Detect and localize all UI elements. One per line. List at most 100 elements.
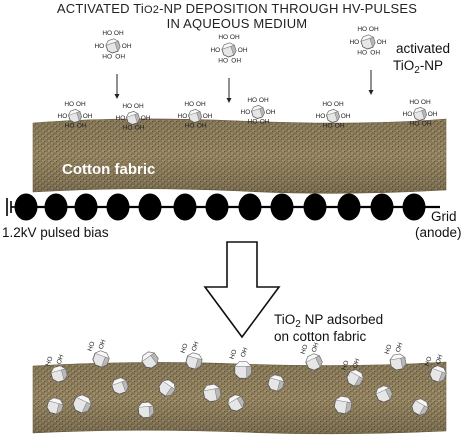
grid-electrode-dot xyxy=(337,193,361,221)
hydroxyl-label: OH xyxy=(98,338,108,350)
grid-electrode-dot xyxy=(173,193,197,221)
hydroxyl-label: HO OH xyxy=(184,101,206,108)
surface-nanoparticle-4 xyxy=(250,105,265,119)
hydroxyl-label: HO xyxy=(229,349,239,361)
hydroxyl-label: HO xyxy=(185,122,195,129)
hydroxyl-label: HO xyxy=(87,341,97,353)
process-arrow-icon xyxy=(203,241,281,339)
adsorbed-nanoparticle-6 xyxy=(305,353,323,371)
adsorbed-label-line-2: on cotton fabric xyxy=(274,329,367,344)
grid-electrode-dot xyxy=(74,193,98,221)
hydroxyl-label: OH xyxy=(377,39,387,46)
hydroxyl-label: HO xyxy=(357,49,367,56)
hydroxyl-label: OH xyxy=(370,49,380,56)
bias-label: 1.2kV pulsed bias xyxy=(2,225,109,240)
floating-nanoparticle-1 xyxy=(105,38,121,54)
hydroxyl-label: HO xyxy=(349,39,359,46)
adsorbed-nanoparticle-3 xyxy=(141,351,159,369)
hydroxyl-label: OH xyxy=(260,118,270,125)
anode-label: (anode) xyxy=(415,225,462,240)
hydroxyl-label: HO OH xyxy=(322,101,344,108)
grid-electrode-dot xyxy=(370,193,394,221)
adsorbed-nanoparticle-13 xyxy=(202,383,222,403)
diagram-title-line-2: IN AQUEOUS MEDIUM xyxy=(166,16,308,31)
hydroxyl-label: HO xyxy=(94,43,104,50)
adsorbed-nanoparticle-4 xyxy=(185,352,203,370)
adsorbed-nanoparticle-20 xyxy=(46,397,64,415)
hydroxyl-label: OH xyxy=(141,115,151,122)
grid-electrode-dot xyxy=(270,193,294,221)
hydroxyl-label: HO OH xyxy=(122,103,144,110)
grid-electrode-dot xyxy=(402,193,426,221)
hydroxyl-label: HO OH xyxy=(64,101,86,108)
hydroxyl-label: OH xyxy=(395,341,405,353)
hydroxyl-label: HO OH xyxy=(357,26,379,33)
hydroxyl-label: OH xyxy=(240,346,250,358)
hydroxyl-label: OH xyxy=(231,57,241,64)
hydroxyl-label: HO OH xyxy=(102,30,124,37)
hydroxyl-label: OH xyxy=(77,122,87,129)
hydroxyl-label: OH xyxy=(122,43,132,50)
adsorbed-nanoparticle-15 xyxy=(227,394,245,412)
cotton-fabric-label: Cotton fabric xyxy=(62,161,156,178)
hydroxyl-label: OH xyxy=(135,124,145,131)
bias-terminal-icon xyxy=(6,198,17,216)
surface-nanoparticle-2 xyxy=(125,111,140,125)
hydroxyl-label: OH xyxy=(428,111,438,118)
grid-anode xyxy=(14,193,440,221)
floating-nanoparticle-2 xyxy=(221,42,237,58)
grid-electrode-dot xyxy=(138,193,162,221)
grid-electrode-dot xyxy=(303,193,327,221)
hydroxyl-label: HO xyxy=(45,356,55,368)
adsorbed-nanoparticle-16 xyxy=(333,395,353,415)
activated-label-line-1: activated xyxy=(396,41,451,56)
adsorbed-nanoparticle-5 xyxy=(234,361,252,379)
hydroxyl-label: HO xyxy=(248,118,258,125)
adsorbed-nanoparticle-1 xyxy=(50,365,68,383)
hydroxyl-label: OH xyxy=(115,53,125,60)
hydroxyl-label: HO xyxy=(102,53,112,60)
hydroxyl-label: HO xyxy=(241,109,251,116)
grid-label: Grid xyxy=(431,209,457,224)
grid-electrode-dot xyxy=(205,193,229,221)
hydroxyl-label: OH xyxy=(422,120,432,127)
diagram-title-line-1: ACTIVATED TiO2-NP DEPOSITION THROUGH HV-… xyxy=(56,1,418,16)
hydroxyl-label: HO xyxy=(341,360,351,372)
adsorbed-nanoparticle-18 xyxy=(411,398,429,416)
hydroxyl-label: HO xyxy=(58,113,68,120)
adsorbed-nanoparticle-19 xyxy=(137,401,155,419)
hydroxyl-label: OH xyxy=(191,340,201,352)
hydroxyl-label: HO xyxy=(323,122,333,129)
adsorbed-nanoparticle-10 xyxy=(72,394,92,414)
surface-nanoparticle-5 xyxy=(325,109,340,123)
hydroxyl-label: HO xyxy=(178,113,188,120)
hydroxyl-label: HO xyxy=(180,343,190,355)
adsorbed-nanoparticle-7 xyxy=(346,369,364,387)
upper-fabric xyxy=(32,118,447,194)
hydroxyl-label: HO xyxy=(410,120,420,127)
hydroxyl-label: HO OH xyxy=(247,97,269,104)
floating-nanoparticle-3 xyxy=(360,34,376,50)
adsorbed-label-line-1: TiO2 NP adsorbed xyxy=(274,312,384,330)
adsorbed-nanoparticle-11 xyxy=(111,377,129,395)
hydroxyl-label: HO xyxy=(300,344,310,356)
grid-electrode-dot xyxy=(106,193,130,221)
grid-electrode-dot xyxy=(14,193,38,221)
hydroxyl-label: OH xyxy=(311,341,321,353)
deposition-arrows xyxy=(114,70,374,103)
grid-electrode-dot xyxy=(44,193,68,221)
hydroxyl-label: HO xyxy=(123,124,133,131)
surface-nanoparticle-3 xyxy=(187,109,202,123)
hydroxyl-label: OH xyxy=(83,113,93,120)
hydroxyl-label: HO xyxy=(218,57,228,64)
hydroxyl-label: OH xyxy=(435,353,445,365)
hydroxyl-label: HO xyxy=(65,122,75,129)
hydroxyl-label: OH xyxy=(266,109,276,116)
hydroxyl-label: OH xyxy=(341,113,351,120)
grid-electrode-dot xyxy=(238,193,262,221)
hydroxyl-label: HO xyxy=(210,47,220,54)
adsorbed-nanoparticle-8 xyxy=(389,353,407,371)
